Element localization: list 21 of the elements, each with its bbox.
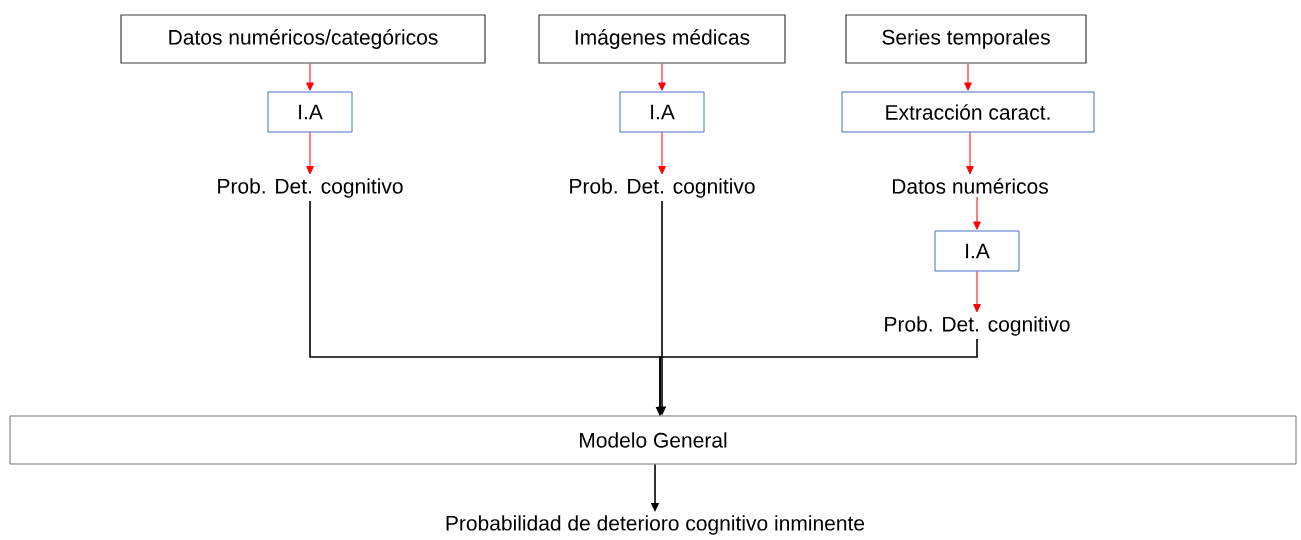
input-box: Series temporales <box>845 14 1087 64</box>
arrow <box>964 63 972 91</box>
arrow <box>973 196 981 230</box>
result-text: Prob. Det. cognitivo <box>218 178 403 198</box>
result-text: Prob. Det. cognitivo <box>570 178 755 198</box>
process-box: Extracción caract. <box>841 91 1095 133</box>
process-box: I.A <box>267 91 353 133</box>
result-text: Probabilidad de deterioro cognitivo inminente <box>446 515 865 535</box>
arrow <box>973 271 981 313</box>
result-text: Datos numéricos <box>892 178 1048 194</box>
model-box: Modelo General <box>9 415 1297 465</box>
arrow <box>306 63 314 91</box>
arrow <box>658 132 666 175</box>
arrow <box>966 132 974 175</box>
process-box: I.A <box>619 91 705 133</box>
input-box: Imágenes médicas <box>538 14 786 64</box>
arrow <box>658 63 666 91</box>
result-text: Prob. Det. cognitivo <box>885 316 1070 336</box>
arrow <box>306 132 314 175</box>
process-box: I.A <box>934 230 1020 272</box>
input-box: Datos numéricos/categóricos <box>120 14 486 64</box>
